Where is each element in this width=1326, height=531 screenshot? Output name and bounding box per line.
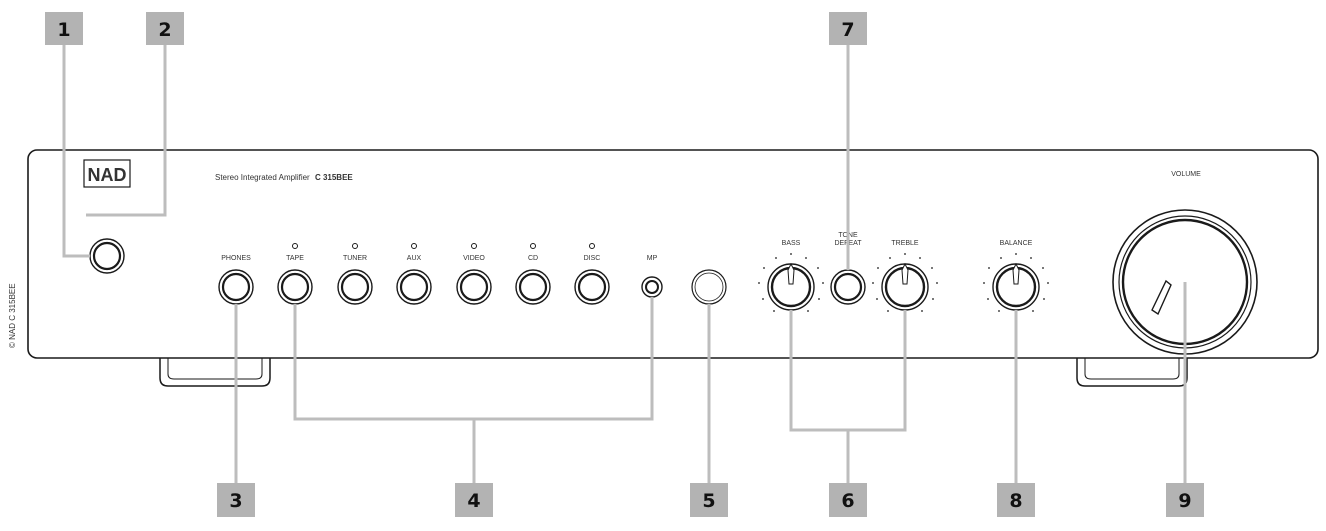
treble-scale-ticks (872, 253, 938, 312)
tuner-label: TUNER (343, 255, 367, 262)
leader-1 (62, 45, 90, 258)
tape-label: TAPE (286, 255, 304, 262)
source-cd[interactable]: CD (515, 243, 551, 305)
callout-9: 9 (1166, 483, 1204, 517)
callout-3: 3 (217, 483, 255, 517)
nad-logo: NAD (83, 159, 131, 188)
treble-knob[interactable] (881, 262, 929, 311)
tape-led (292, 243, 298, 249)
callout-4: 4 (455, 483, 493, 517)
video-label: VIDEO (463, 255, 485, 262)
cd-led (530, 243, 536, 249)
source-aux[interactable]: AUX (396, 243, 432, 305)
left-foot-inner (167, 358, 263, 380)
svg-text:4: 4 (467, 490, 480, 512)
disc-label: DISC (584, 255, 601, 262)
volume-pointer (1151, 279, 1172, 316)
callout-1: 1 (45, 12, 83, 45)
svg-text:3: 3 (229, 490, 242, 512)
svg-text:2: 2 (158, 19, 171, 41)
mp-label: MP (647, 255, 658, 262)
callout-8: 8 (997, 483, 1035, 517)
svg-text:5: 5 (702, 490, 715, 512)
callout-6: 6 (829, 483, 867, 517)
phones-jack[interactable] (218, 269, 254, 305)
aux-led (411, 243, 417, 249)
source-tuner[interactable]: TUNER (337, 243, 373, 305)
volume-label: VOLUME (1171, 171, 1201, 178)
svg-text:1: 1 (57, 19, 70, 41)
bass-scale-ticks (758, 253, 824, 312)
phones-label: PHONES (221, 255, 251, 262)
callout-5: 5 (690, 483, 728, 517)
source-disc[interactable]: DISC (574, 243, 610, 305)
bass-pointer (787, 262, 795, 285)
svg-text:9: 9 (1178, 490, 1191, 512)
power-button[interactable] (89, 238, 125, 274)
right-foot (1076, 358, 1188, 387)
disc-led (589, 243, 595, 249)
balance-knob[interactable] (992, 262, 1040, 311)
balance-scale-ticks (983, 253, 1049, 312)
balance-pointer (1012, 262, 1020, 285)
bass-label: BASS (782, 240, 801, 247)
treble-pointer (901, 262, 909, 285)
left-foot (159, 358, 271, 387)
model-title: Stereo Integrated Amplifier C 315BEE (215, 173, 353, 182)
leader-lines (62, 45, 1187, 483)
treble-label: TREBLE (891, 240, 919, 247)
source-tape[interactable]: TAPE (277, 243, 313, 305)
right-foot-inner (1084, 358, 1180, 380)
balance-label: BALANCE (1000, 240, 1033, 247)
svg-text:NAD: NAD (88, 165, 127, 185)
ir-sensor-window (691, 269, 727, 305)
copyright-text: © NAD C 315BEE (8, 283, 17, 348)
video-led (471, 243, 477, 249)
cd-label: CD (528, 255, 538, 262)
aux-label: AUX (407, 255, 422, 262)
tone-defeat-button[interactable] (830, 269, 866, 305)
source-video[interactable]: VIDEO (456, 243, 492, 305)
callout-2: 2 (146, 12, 184, 45)
leader-2 (86, 45, 167, 217)
front-panel-outline (27, 149, 1319, 359)
callout-7: 7 (829, 12, 867, 45)
svg-text:8: 8 (1009, 490, 1022, 512)
svg-text:7: 7 (841, 19, 854, 41)
svg-text:6: 6 (841, 490, 854, 512)
bass-knob[interactable] (767, 262, 815, 311)
mp-input-jack[interactable] (641, 276, 663, 298)
tuner-led (352, 243, 358, 249)
